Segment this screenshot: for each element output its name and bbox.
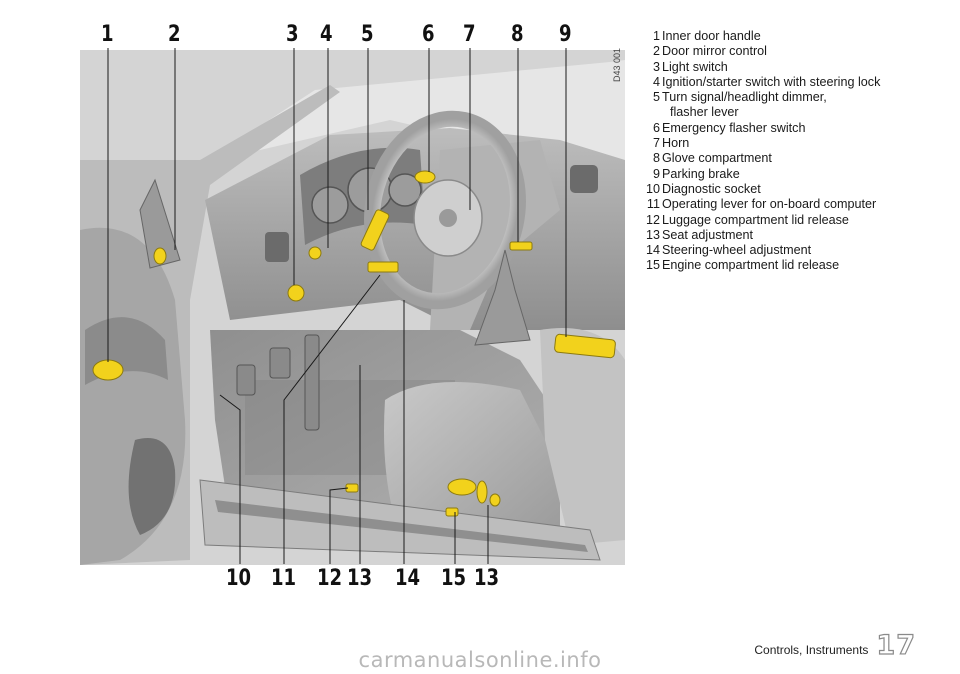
callout-2: 2 (168, 22, 181, 47)
gauge-left (311, 186, 349, 224)
door-mirror (139, 178, 181, 269)
callout-13a: 13 (347, 566, 373, 591)
callout-11: 11 (271, 566, 297, 591)
glove-compartment-release (509, 241, 533, 251)
seat-adjust-control-c (489, 493, 501, 507)
callout-3: 3 (286, 22, 299, 47)
gauge-right (388, 173, 422, 207)
ignition-switch (308, 246, 322, 260)
door-sill-strip (215, 500, 588, 552)
engine-lid-release (445, 507, 459, 517)
callout-4: 4 (320, 22, 333, 47)
pedal-accelerator (304, 334, 320, 431)
callout-14: 14 (395, 566, 421, 591)
callout-6: 6 (422, 22, 435, 47)
page-footer: Controls, Instruments 17 (754, 629, 916, 661)
section-title: Controls, Instruments (754, 643, 869, 657)
seat-backrest (540, 328, 625, 545)
door-mirror-control (153, 247, 167, 265)
callout-8: 8 (511, 22, 524, 47)
emergency-flasher-switch (414, 170, 436, 184)
callout-7: 7 (463, 22, 476, 47)
cockpit-illustration (80, 48, 625, 565)
highlighted-controls (92, 170, 616, 517)
light-switch (287, 284, 305, 302)
page-number: 17 (876, 629, 916, 661)
callout-5: 5 (361, 22, 374, 47)
callout-9: 9 (559, 22, 572, 47)
air-vent-right (570, 165, 598, 193)
callout-10: 10 (226, 566, 252, 591)
parking-brake (554, 333, 616, 359)
turn-signal-lever (360, 209, 390, 251)
gear-shifter (474, 249, 531, 346)
seat-adjust-control-a (447, 478, 477, 496)
inner-door-handle (92, 359, 124, 381)
horn-badge (439, 209, 457, 227)
callout-15: 15 (441, 566, 467, 591)
seat-adjust-control-b (476, 480, 488, 504)
air-vent-left (265, 232, 289, 262)
callout-13b: 13 (474, 566, 500, 591)
image-code: D43 001 (612, 48, 622, 83)
diagnostic-socket (367, 261, 399, 273)
steering-wheel (364, 110, 526, 310)
pedal-clutch (236, 364, 256, 396)
door-speaker (128, 438, 176, 535)
pedal-brake (269, 347, 291, 379)
callout-12: 12 (317, 566, 343, 591)
legend-item: flasher lever (670, 105, 739, 120)
callout-1: 1 (101, 22, 114, 47)
leader-lines (107, 48, 567, 564)
watermark: carmanualsonline.info (358, 648, 602, 672)
driver-seat (384, 382, 560, 535)
